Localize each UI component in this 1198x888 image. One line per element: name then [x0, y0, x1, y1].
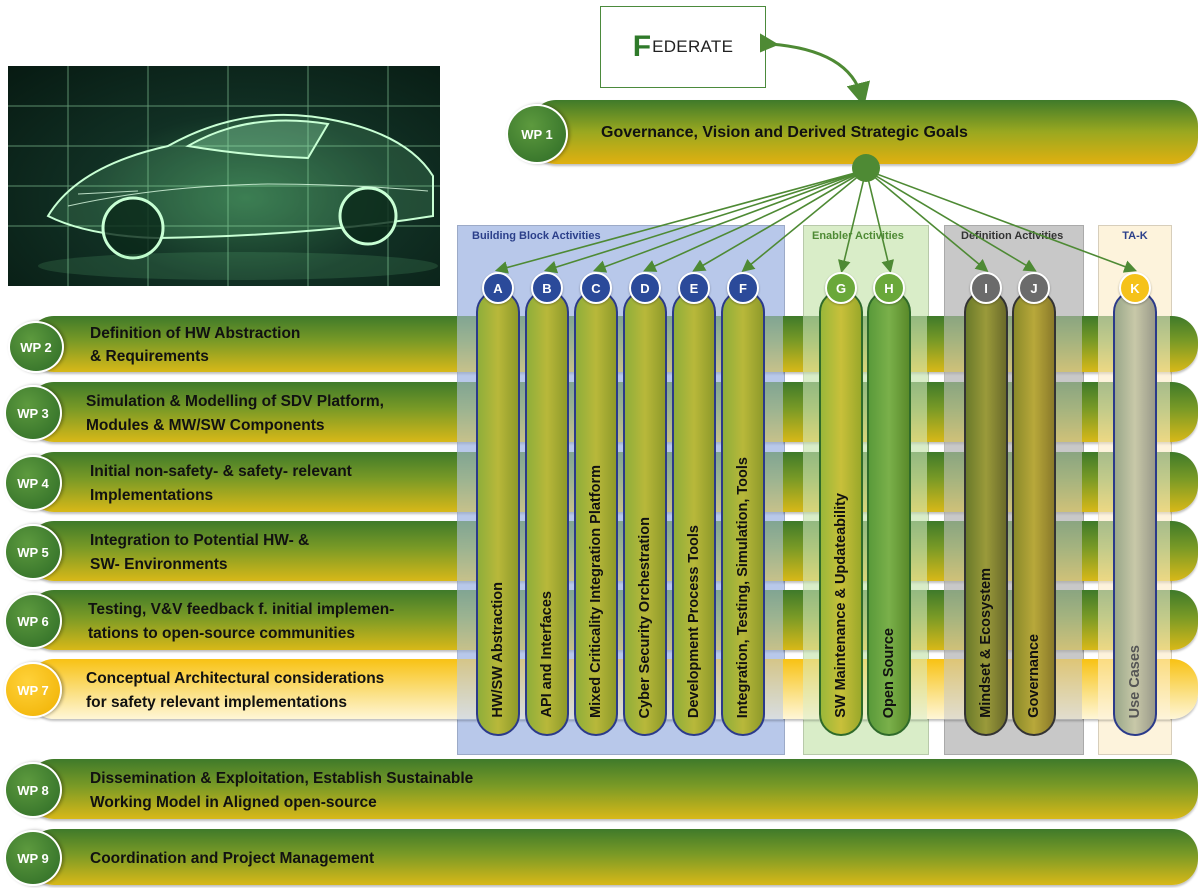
wp7-badge: WP 7: [4, 662, 62, 718]
activity-a-column: HW/SW Abstraction: [476, 290, 520, 736]
activity-b: API and Interfaces B: [525, 272, 569, 736]
wp2-title-line2: & Requirements: [90, 348, 209, 365]
wp1-bar: [530, 100, 1198, 164]
activity-b-column: API and Interfaces: [525, 290, 569, 736]
wp1-title: Governance, Vision and Derived Strategic…: [601, 124, 968, 141]
building-block-title: Building Block Activities: [472, 230, 601, 242]
wp3-title-line2: Modules & MW/SW Components: [86, 417, 325, 434]
activity-j-label: Governance: [1026, 634, 1042, 718]
activity-h: Open Source H: [867, 272, 911, 736]
wp5-title-line1: Integration to Potential HW- &: [90, 532, 310, 549]
activity-h-badge: H: [873, 272, 905, 304]
activity-c-badge: C: [580, 272, 612, 304]
wp2-badge: WP 2: [8, 321, 64, 373]
activity-i: Mindset & Ecosystem I: [964, 272, 1008, 736]
wp6-title-line2: tations to open-source communities: [88, 625, 355, 642]
activity-a-badge: A: [482, 272, 514, 304]
activity-f: Integration, Testing, Simulation, Tools …: [721, 272, 765, 736]
activity-g-label: SW Maintenance & Updateability: [833, 493, 849, 718]
activity-e-badge: E: [678, 272, 710, 304]
activity-k: Use Cases K: [1113, 272, 1157, 736]
activity-j-column: Governance: [1012, 290, 1056, 736]
wp5-title-line2: SW- Environments: [90, 556, 228, 573]
activity-k-badge: K: [1119, 272, 1151, 304]
activity-g: SW Maintenance & Updateability G: [819, 272, 863, 736]
wp7-title-line1: Conceptual Architectural considerations: [86, 670, 385, 687]
activity-i-label: Mindset & Ecosystem: [978, 568, 994, 718]
activity-d-label: Cyber Security Orchestration: [637, 516, 653, 718]
wp5-badge: WP 5: [4, 524, 62, 580]
definition-title: Definition Activities: [961, 230, 1064, 242]
wp8-badge: WP 8: [4, 762, 62, 818]
wp9-badge: WP 9: [4, 830, 62, 886]
wp2-title-line1: Definition of HW Abstraction: [90, 325, 301, 342]
activity-f-column: Integration, Testing, Simulation, Tools: [721, 290, 765, 736]
activity-h-column: Open Source: [867, 290, 911, 736]
wp1-badge: WP 1: [506, 104, 568, 164]
wp3-title-line1: Simulation & Modelling of SDV Platform,: [86, 393, 384, 410]
activity-f-label: Integration, Testing, Simulation, Tools: [735, 456, 751, 718]
activity-b-label: API and Interfaces: [539, 591, 555, 718]
activity-a: HW/SW Abstraction A: [476, 272, 520, 736]
wp9-bar: [28, 829, 1198, 885]
wp4-title-line1: Initial non-safety- & safety- relevant: [90, 463, 352, 480]
activity-c-column: Mixed Criticality Integration Platform: [574, 290, 618, 736]
wp9-title-line1: Coordination and Project Management: [90, 850, 375, 867]
activity-e-label: Development Process Tools: [686, 524, 702, 718]
activity-c-label: Mixed Criticality Integration Platform: [588, 465, 604, 718]
activity-c: Mixed Criticality Integration Platform C: [574, 272, 618, 736]
activity-d: Cyber Security Orchestration D: [623, 272, 667, 736]
activity-e: Development Process Tools E: [672, 272, 716, 736]
activity-k-column: Use Cases: [1113, 290, 1157, 736]
wp1-hub: [852, 154, 880, 182]
wp4-title-line2: Implementations: [90, 487, 214, 504]
wp8-bar: [28, 759, 1198, 819]
wp8-title-line1: Dissemination & Exploitation, Establish …: [90, 770, 474, 787]
activity-d-badge: D: [629, 272, 661, 304]
wp3-badge: WP 3: [4, 385, 62, 441]
activity-f-badge: F: [727, 272, 759, 304]
activity-i-badge: I: [970, 272, 1002, 304]
wp6-title-line1: Testing, V&V feedback f. initial impleme…: [88, 601, 395, 618]
logo-mark: F: [632, 30, 652, 63]
logo-text: EDERATE: [652, 37, 734, 56]
logo-wp1-link-arrow: [760, 30, 870, 105]
activity-k-label: Use Cases: [1127, 644, 1143, 718]
activity-j-badge: J: [1018, 272, 1050, 304]
activity-a-label: HW/SW Abstraction: [490, 582, 506, 718]
wp7-title-line2: for safety relevant implementations: [86, 694, 347, 711]
wp8-title-line2: Working Model in Aligned open-source: [90, 794, 377, 811]
activity-d-column: Cyber Security Orchestration: [623, 290, 667, 736]
car-wireframe-image: [8, 66, 440, 286]
activity-e-column: Development Process Tools: [672, 290, 716, 736]
wp4-badge: WP 4: [4, 455, 62, 511]
activity-h-label: Open Source: [881, 627, 897, 718]
activity-g-badge: G: [825, 272, 857, 304]
activity-b-badge: B: [531, 272, 563, 304]
activity-i-column: Mindset & Ecosystem: [964, 290, 1008, 736]
tak-title: TA-K: [1122, 230, 1148, 242]
activity-j: Governance J: [1012, 272, 1056, 736]
activity-g-column: SW Maintenance & Updateability: [819, 290, 863, 736]
wp6-badge: WP 6: [4, 593, 62, 649]
